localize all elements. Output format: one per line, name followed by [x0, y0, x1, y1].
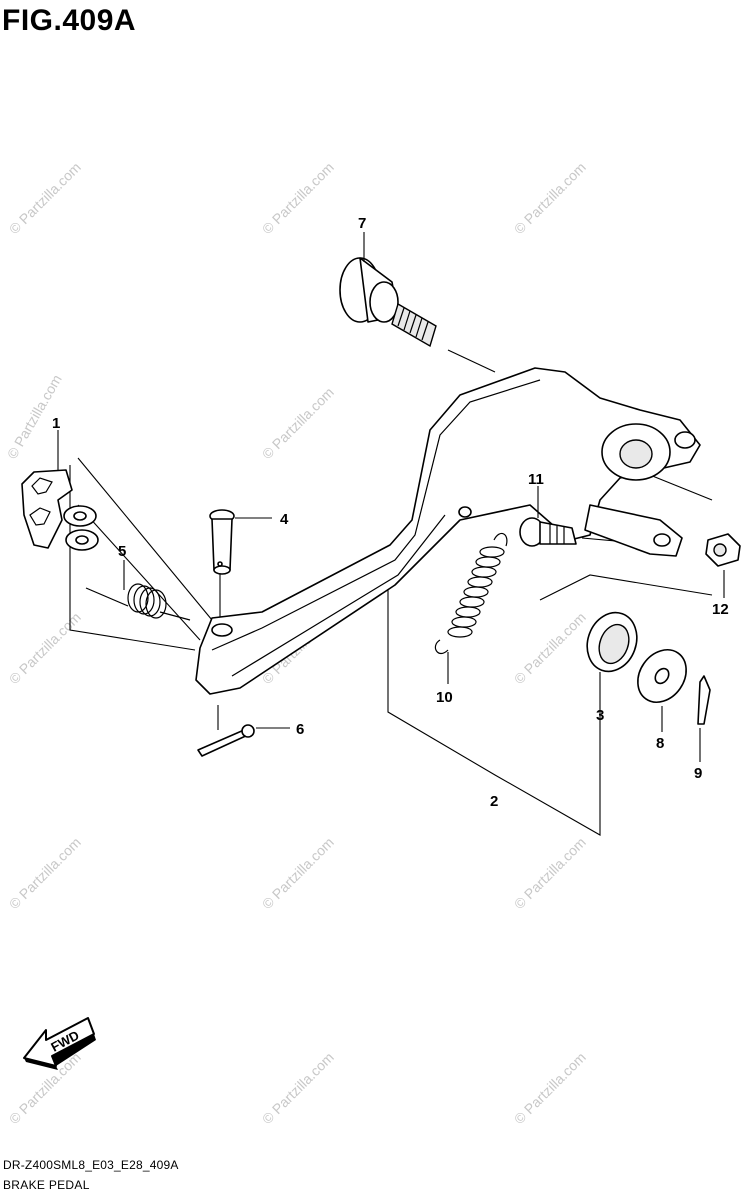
callout-5: 5	[118, 543, 126, 560]
part-5-spring	[85, 583, 191, 621]
figure-title: FIG.409A	[2, 4, 137, 37]
part-2-brake-pedal	[195, 367, 701, 695]
diagram-name: BRAKE PEDAL	[3, 1178, 90, 1192]
callout-9: 9	[694, 765, 702, 782]
callout-7: 7	[358, 215, 366, 232]
callout-11: 11	[528, 471, 544, 488]
callout-3: 3	[596, 707, 604, 724]
fwd-arrow-icon: FWD	[23, 1017, 96, 1070]
model-code: DR-Z400SML8_E03_E28_409A	[3, 1158, 179, 1172]
watermark-text: © Partzilla.com	[511, 159, 589, 237]
watermark-text: © Partzilla.com	[259, 159, 337, 237]
callout-6: 6	[296, 721, 304, 738]
part-6-cotter-pin	[197, 724, 255, 757]
watermark-text: © Partzilla.com	[511, 609, 589, 687]
watermark-text: © Partzilla.com	[6, 159, 84, 237]
callout-8: 8	[656, 735, 664, 752]
watermark-text: © Partzilla.com	[511, 1049, 589, 1127]
watermark-text: © Partzilla.com	[259, 1049, 337, 1127]
watermark-text: © Partzilla.com	[259, 834, 337, 912]
part-9-cotter-pin	[697, 675, 711, 725]
leader-part-2	[387, 590, 601, 836]
callout-leaders	[57, 232, 725, 762]
part-7-pivot-bolt	[339, 257, 437, 348]
callout-4: 4	[280, 511, 289, 528]
watermark-text: © Partzilla.com	[259, 384, 337, 462]
part-3-seal	[586, 611, 638, 673]
watermark-text: © Partzilla.com	[6, 609, 84, 687]
part-4-clevis-pin	[209, 509, 235, 575]
callout-12: 12	[712, 601, 729, 618]
callout-labels: 1 2 3 4 5 6 7 8 9 10 11 12	[52, 215, 729, 810]
part-10-return-spring	[434, 532, 508, 655]
part-12-nut	[705, 533, 741, 567]
callout-1: 1	[52, 415, 60, 432]
part-1-bracket	[21, 469, 99, 551]
part-11-bolt	[519, 517, 577, 547]
watermark-text: © Partzilla.com	[6, 834, 84, 912]
callout-10: 10	[436, 689, 453, 706]
callout-2: 2	[490, 793, 498, 810]
watermark-text: © Partzilla.com	[511, 834, 589, 912]
part-8-washer	[637, 649, 687, 703]
